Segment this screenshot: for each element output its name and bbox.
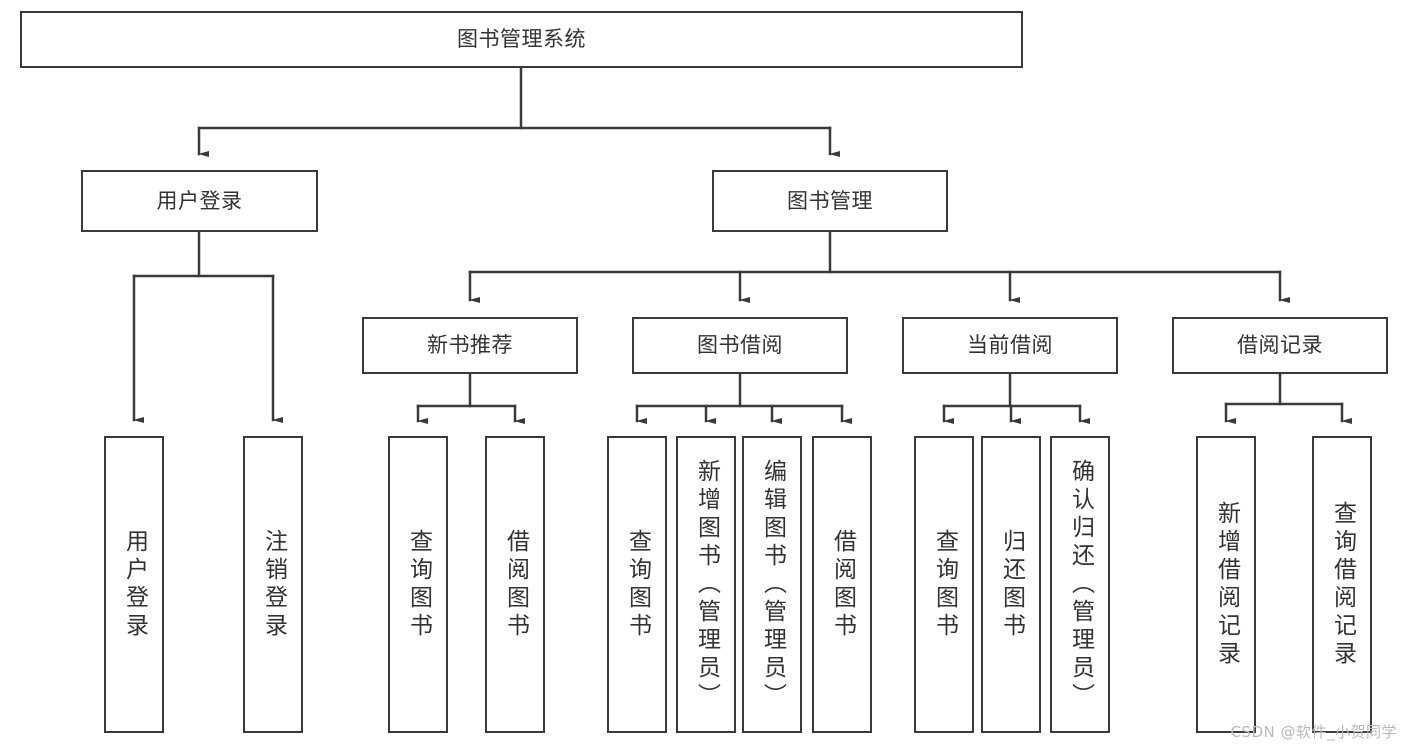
node-current-borrow-label: 当前借阅: [967, 333, 1053, 358]
leaf-borrow-book-recommend-label: 借阅图书: [502, 528, 529, 641]
leaf-query-book-current-label: 查询图书: [931, 528, 958, 641]
leaf-add-borrow-record[interactable]: 新增借阅记录: [1196, 436, 1256, 733]
node-user-login-label: 用户登录: [156, 188, 243, 213]
leaf-user-login-label: 用户登录: [121, 528, 148, 641]
leaf-borrow-book[interactable]: 借阅图书: [812, 436, 872, 733]
leaf-add-book-admin[interactable]: 新增图书（管理员）: [676, 436, 736, 733]
leaf-edit-book-admin[interactable]: 编辑图书（管理员）: [742, 436, 802, 733]
leaf-edit-book-admin-label: 编辑图书（管理员）: [759, 458, 786, 711]
leaf-query-book-recommend[interactable]: 查询图书: [388, 436, 448, 733]
node-root[interactable]: 图书管理系统: [20, 11, 1023, 68]
node-new-book-recommend-label: 新书推荐: [427, 333, 513, 358]
leaf-add-book-admin-label: 新增图书（管理员）: [693, 458, 720, 711]
leaf-query-book-current[interactable]: 查询图书: [914, 436, 974, 733]
leaf-confirm-return-admin-label: 确认归还（管理员）: [1067, 458, 1094, 711]
node-new-book-recommend[interactable]: 新书推荐: [362, 317, 578, 374]
node-book-borrow-label: 图书借阅: [697, 333, 783, 358]
leaf-confirm-return-admin[interactable]: 确认归还（管理员）: [1050, 436, 1110, 733]
leaf-borrow-book-recommend[interactable]: 借阅图书: [485, 436, 545, 733]
leaf-query-book-borrow-label: 查询图书: [624, 528, 651, 641]
leaf-return-book-label: 归还图书: [998, 528, 1025, 641]
leaf-query-book-recommend-label: 查询图书: [405, 528, 432, 641]
node-current-borrow[interactable]: 当前借阅: [902, 317, 1118, 374]
node-root-label: 图书管理系统: [457, 27, 586, 52]
leaf-query-borrow-record-label: 查询借阅记录: [1329, 500, 1356, 669]
node-borrow-record-label: 借阅记录: [1237, 333, 1323, 358]
node-book-management[interactable]: 图书管理: [712, 170, 948, 232]
leaf-query-borrow-record[interactable]: 查询借阅记录: [1312, 436, 1372, 733]
leaf-user-login[interactable]: 用户登录: [104, 436, 164, 733]
node-book-borrow[interactable]: 图书借阅: [632, 317, 848, 374]
leaf-borrow-book-label: 借阅图书: [829, 528, 856, 641]
leaf-logout-label: 注销登录: [260, 528, 287, 641]
leaf-query-book-borrow[interactable]: 查询图书: [607, 436, 667, 733]
node-user-login[interactable]: 用户登录: [81, 170, 318, 232]
leaf-logout[interactable]: 注销登录: [243, 436, 303, 733]
leaf-add-borrow-record-label: 新增借阅记录: [1213, 500, 1240, 669]
node-borrow-record[interactable]: 借阅记录: [1172, 317, 1388, 374]
node-book-management-label: 图书管理: [787, 188, 873, 213]
leaf-return-book[interactable]: 归还图书: [981, 436, 1041, 733]
